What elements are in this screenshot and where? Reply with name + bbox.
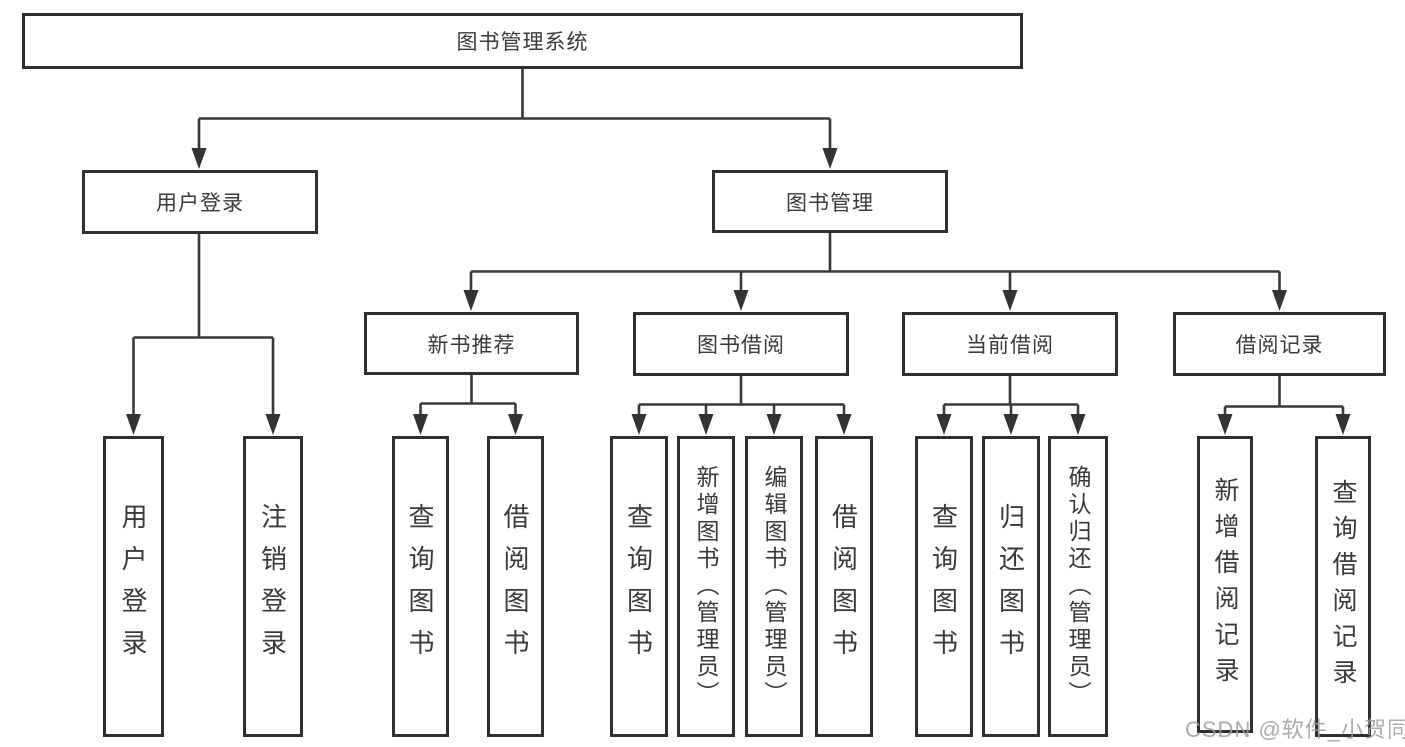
node-book-borrow: 图书借阅 [633,312,849,376]
node-user-login: 用户登录 [82,170,318,234]
node-label: 归还图书 [995,502,1026,671]
node-library-system: 图书管理系统 [22,13,1023,69]
node-current-borrow: 当前借阅 [902,312,1118,376]
node-label: 图书管理 [786,191,874,215]
node-leaf-borrow-books-2: 借阅图书 [815,436,873,737]
node-label: 借阅图书 [828,502,859,671]
node-label: 编辑图书（管理员） [761,465,787,708]
node-leaf-return-books: 归还图书 [982,436,1040,737]
node-leaf-add-borrow-record: 新增借阅记录 [1197,436,1253,733]
node-label: 确认归还（管理员） [1065,465,1091,708]
node-label: 新增图书（管理员） [693,465,719,708]
node-label: 注销登录 [257,502,288,671]
node-label: 用户登录 [118,502,148,671]
node-label: 新增借阅记录 [1211,476,1239,693]
node-leaf-edit-books-admin: 编辑图书（管理员） [745,436,803,737]
node-label: 新书推荐 [427,333,516,357]
node-label: 查询图书 [405,502,435,671]
node-label: 用户登录 [156,192,244,215]
node-leaf-user-login: 用户登录 [103,436,164,737]
node-book-management: 图书管理 [712,170,948,233]
node-borrow-records: 借阅记录 [1173,312,1386,376]
node-leaf-logout: 注销登录 [243,436,303,737]
node-leaf-query-books-1: 查询图书 [392,436,449,737]
node-leaf-query-books-3: 查询图书 [915,436,973,737]
node-leaf-confirm-return-admin: 确认归还（管理员） [1048,436,1108,737]
node-label: 借阅记录 [1235,334,1324,357]
node-label: 查询图书 [928,502,959,671]
node-label: 图书管理系统 [456,31,589,54]
node-label: 查询图书 [623,502,654,671]
watermark: CSDN @软件_小贺同学 [1185,717,1405,742]
node-new-book-recommend: 新书推荐 [364,312,579,375]
node-leaf-borrow-books-1: 借阅图书 [487,436,544,737]
node-label: 查询借阅记录 [1329,478,1357,695]
node-label: 图书借阅 [697,334,785,357]
node-label: 借阅图书 [500,502,530,671]
node-leaf-query-borrow-record: 查询借阅记录 [1315,436,1371,737]
node-leaf-query-books-2: 查询图书 [610,436,668,737]
node-label: 当前借阅 [966,334,1054,357]
node-leaf-add-books-admin: 新增图书（管理员） [677,436,735,737]
